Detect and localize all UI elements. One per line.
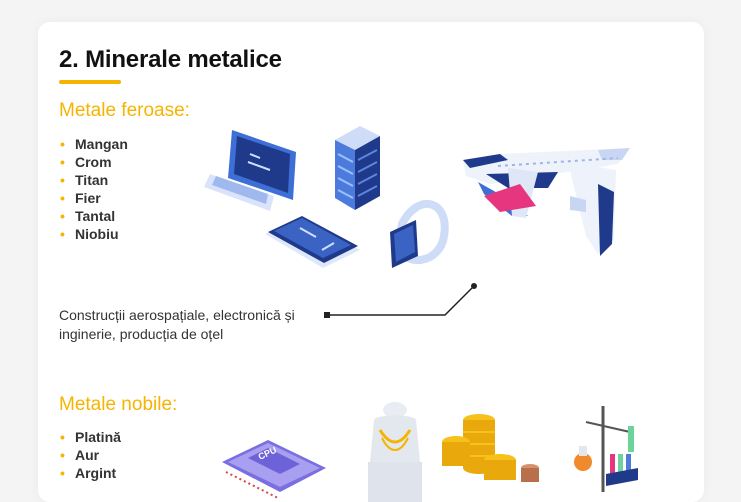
ferrous-uses-caption: Construcții aerospațiale, electronică și… bbox=[59, 307, 295, 342]
noble-metals-title: Metale nobile: bbox=[59, 394, 178, 415]
list-item: Aur bbox=[59, 446, 121, 464]
ferrous-metals-list: Mangan Crom Titan Fier Tantal Niobiu bbox=[59, 135, 128, 243]
necklace-display-icon bbox=[368, 402, 422, 502]
content-card: 2. Minerale metalice Metale feroase: Man… bbox=[38, 22, 704, 502]
noble-metals-list: Platină Aur Argint bbox=[59, 428, 121, 482]
laptop-icon bbox=[204, 130, 296, 211]
page-title: 2. Minerale metalice bbox=[59, 46, 282, 73]
smartwatch-icon bbox=[390, 200, 449, 268]
illustrations: CPU bbox=[204, 126, 638, 502]
list-item: Crom bbox=[59, 153, 128, 171]
airplane-icon bbox=[463, 148, 630, 256]
lab-equipment-icon bbox=[574, 406, 638, 492]
ferrous-metals-title: Metale feroase: bbox=[59, 100, 190, 121]
server-rack-icon bbox=[335, 126, 380, 210]
list-item: Niobiu bbox=[59, 225, 128, 243]
list-item: Titan bbox=[59, 171, 128, 189]
connector-line bbox=[324, 283, 477, 318]
list-item: Fier bbox=[59, 189, 128, 207]
list-item: Mangan bbox=[59, 135, 128, 153]
list-item: Argint bbox=[59, 464, 121, 482]
list-item: Tantal bbox=[59, 207, 128, 225]
gold-coins-icon bbox=[442, 414, 539, 482]
title-underline bbox=[59, 80, 121, 84]
cpu-chip-icon: CPU bbox=[222, 440, 326, 499]
list-item: Platină bbox=[59, 428, 121, 446]
smartphone-icon bbox=[265, 216, 360, 268]
